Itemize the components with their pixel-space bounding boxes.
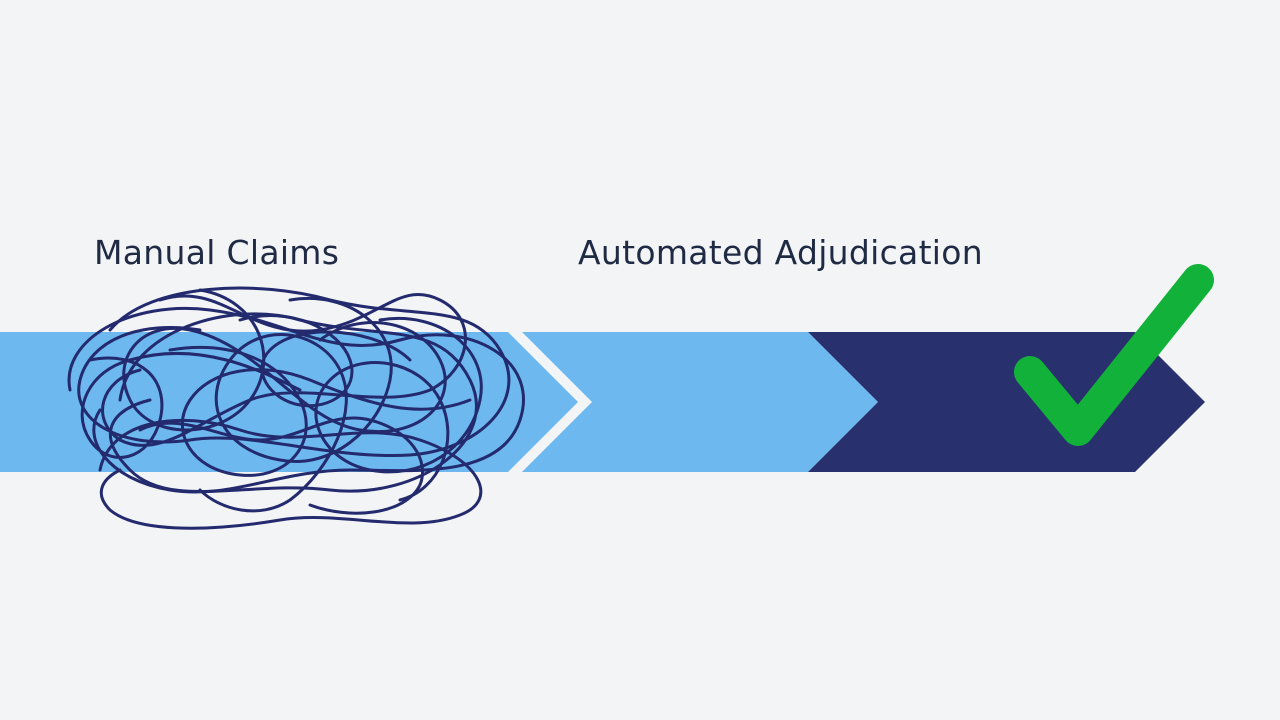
automated-arrow-segment: [808, 332, 1205, 472]
transition-arrow-segment: [522, 332, 878, 472]
automated-adjudication-label: Automated Adjudication: [578, 233, 983, 272]
manual-claims-label: Manual Claims: [94, 233, 340, 272]
check-mark-icon: [1014, 264, 1214, 446]
scribble-tangle-icon: [67, 286, 525, 530]
